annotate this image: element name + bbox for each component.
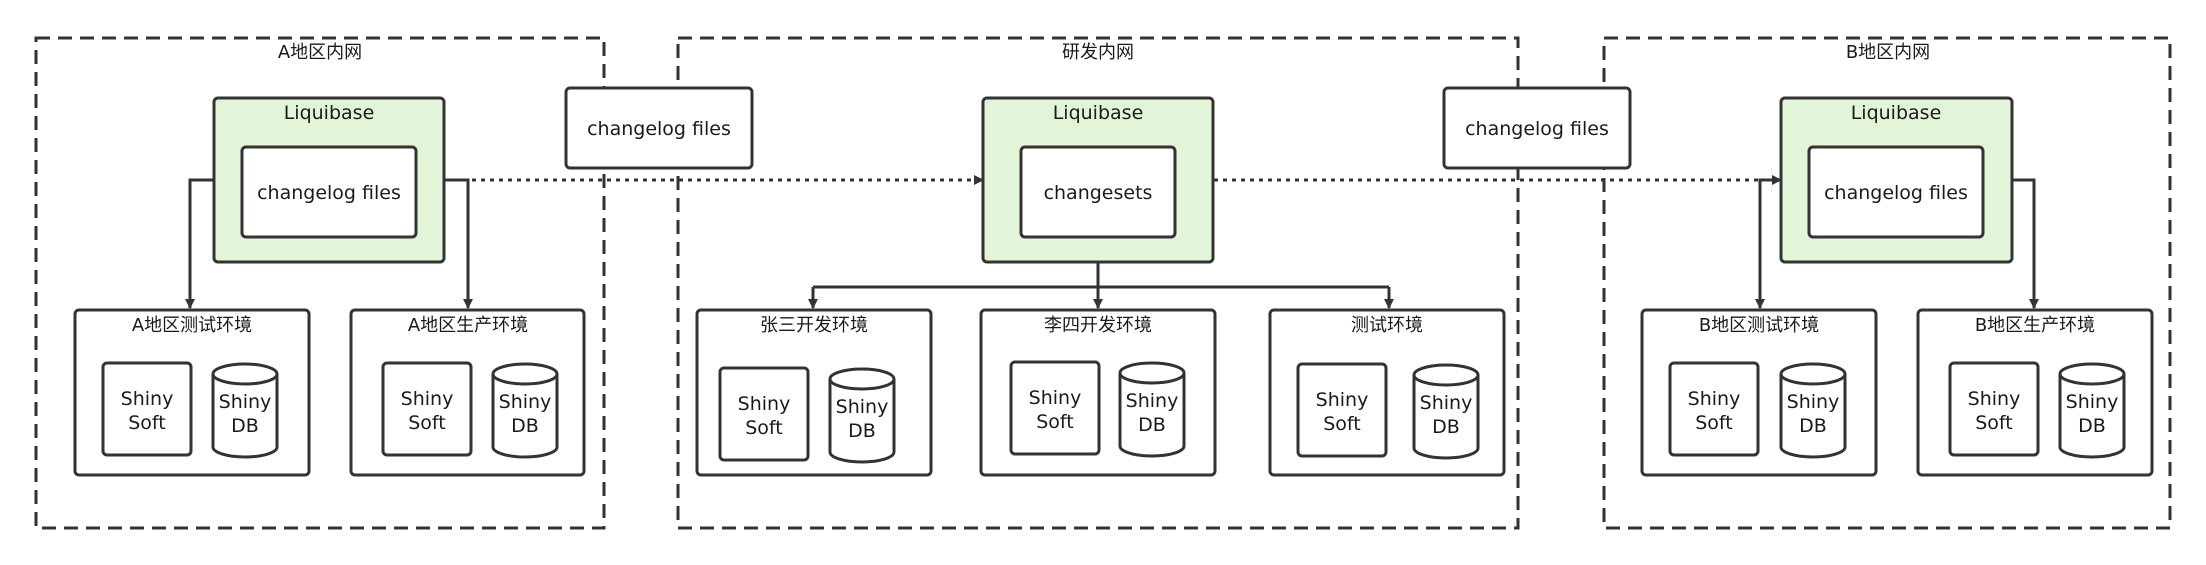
shiny-soft-box: Shiny Soft — [1009, 360, 1101, 456]
shiny-soft-box: Shiny Soft — [101, 361, 193, 457]
region-a-title: A地区内网 — [278, 42, 362, 63]
shiny-soft-box: Shiny Soft — [718, 366, 810, 462]
shiny-soft-box: Shiny Soft — [381, 361, 473, 457]
shiny-soft-line1: Shiny — [121, 388, 174, 410]
env-a-prod-title: A地区生产环境 — [408, 315, 528, 336]
arrow-liquibase-a-to-test — [185, 178, 214, 309]
env-b-prod-title: B地区生产环境 — [1975, 315, 2095, 336]
shiny-db-line1: Shiny — [499, 391, 552, 413]
transfer-box-right: changelog files — [1442, 86, 1632, 170]
shiny-soft-line1: Shiny — [1316, 389, 1369, 411]
shiny-soft-line1: Shiny — [401, 388, 454, 410]
env-test-title: 测试环境 — [1351, 315, 1423, 336]
region-dev-title: 研发内网 — [1062, 42, 1134, 63]
liquibase-a-title: Liquibase — [284, 102, 375, 124]
shiny-db-cylinder: Shiny DB — [2058, 362, 2126, 459]
shiny-db-cylinder: Shiny DB — [211, 362, 279, 459]
shiny-soft-box: Shiny Soft — [1948, 361, 2040, 457]
shiny-soft-line1: Shiny — [1688, 388, 1741, 410]
shiny-soft-line1: Shiny — [1029, 387, 1082, 409]
shiny-soft-box: Shiny Soft — [1296, 362, 1388, 458]
arrow-liquibase-a-to-prod — [444, 178, 473, 309]
shiny-db-line2: DB — [1138, 414, 1166, 436]
shiny-db-line1: Shiny — [1787, 391, 1840, 413]
shiny-soft-line2: Soft — [1695, 412, 1733, 434]
shiny-db-line1: Shiny — [1420, 392, 1473, 414]
shiny-db-line1: Shiny — [2066, 391, 2119, 413]
env-a-prod: A地区生产环境 Shiny Soft Shiny DB — [349, 308, 586, 477]
shiny-db-line2: DB — [511, 415, 539, 437]
shiny-db-cylinder: Shiny DB — [1779, 362, 1847, 459]
shiny-soft-line2: Soft — [1323, 413, 1361, 435]
env-lisi-title: 李四开发环境 — [1044, 315, 1152, 336]
arrow-liquibase-b-to-test — [1755, 178, 1781, 309]
env-lisi-dev: 李四开发环境 Shiny Soft Shiny DB — [979, 308, 1217, 477]
liquibase-b-changelog: changelog files — [1824, 182, 1968, 204]
env-zhangsan-dev: 张三开发环境 Shiny Soft Shiny DB — [695, 308, 933, 477]
shiny-db-line1: Shiny — [1126, 390, 1179, 412]
region-dev-network — [676, 36, 1520, 530]
env-b-test: B地区测试环境 Shiny Soft Shiny DB — [1640, 308, 1878, 477]
liquibase-a-changelog: changelog files — [257, 182, 401, 204]
shiny-db-line1: Shiny — [219, 391, 272, 413]
liquibase-a: Liquibase changelog files — [212, 96, 446, 264]
liquibase-b: Liquibase changelog files — [1779, 96, 2014, 264]
arrow-liquibase-b-to-prod — [2012, 178, 2039, 309]
shiny-db-line2: DB — [848, 420, 876, 442]
liquibase-b-title: Liquibase — [1851, 102, 1942, 124]
shiny-soft-box: Shiny Soft — [1668, 361, 1760, 457]
env-zhangsan-title: 张三开发环境 — [760, 315, 868, 336]
shiny-db-cylinder: Shiny DB — [491, 362, 559, 459]
env-a-test-title: A地区测试环境 — [132, 315, 252, 336]
transfer-left-label: changelog files — [587, 118, 731, 140]
shiny-soft-line1: Shiny — [1968, 388, 2021, 410]
liquibase-dev-changesets: changesets — [1044, 182, 1153, 204]
transfer-right-label: changelog files — [1465, 118, 1609, 140]
shiny-soft-line2: Soft — [408, 412, 446, 434]
shiny-db-line2: DB — [231, 415, 259, 437]
region-b-title: B地区内网 — [1846, 42, 1930, 63]
shiny-db-line2: DB — [1799, 415, 1827, 437]
shiny-soft-line2: Soft — [128, 412, 166, 434]
region-a-network — [34, 36, 606, 530]
shiny-soft-line2: Soft — [1036, 411, 1074, 433]
env-b-prod: B地区生产环境 Shiny Soft Shiny DB — [1916, 308, 2154, 477]
shiny-db-line1: Shiny — [836, 396, 889, 418]
shiny-soft-line2: Soft — [1975, 412, 2013, 434]
transfer-box-left: changelog files — [564, 86, 754, 170]
shiny-db-cylinder: Shiny DB — [828, 367, 896, 464]
shiny-db-line2: DB — [2078, 415, 2106, 437]
shiny-soft-line2: Soft — [745, 417, 783, 439]
shiny-soft-line1: Shiny — [738, 393, 791, 415]
shiny-db-cylinder: Shiny DB — [1118, 361, 1186, 458]
liquibase-dev-title: Liquibase — [1053, 102, 1144, 124]
env-b-test-title: B地区测试环境 — [1699, 315, 1819, 336]
shiny-db-cylinder: Shiny DB — [1412, 363, 1480, 460]
shiny-db-line2: DB — [1432, 416, 1460, 438]
env-a-test: A地区测试环境 Shiny Soft Shiny DB — [73, 308, 311, 477]
env-test: 测试环境 Shiny Soft Shiny DB — [1268, 308, 1506, 477]
liquibase-dev: Liquibase changesets — [981, 96, 1215, 264]
